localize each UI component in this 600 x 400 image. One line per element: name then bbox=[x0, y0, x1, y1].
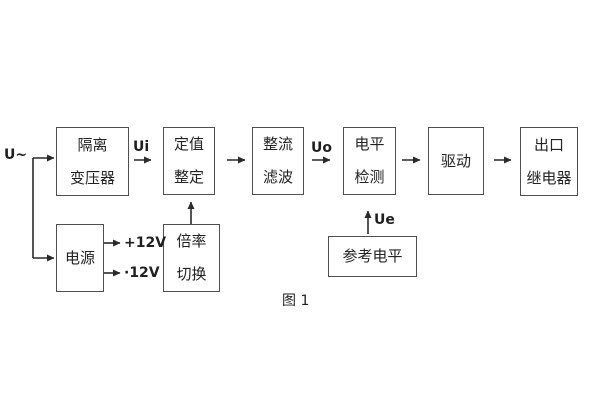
signal-ue-label: Ue bbox=[374, 212, 395, 228]
figure-caption: 图 1 bbox=[282, 293, 310, 309]
block-label: 倍率 bbox=[176, 232, 207, 250]
block-ratio-switching: 倍率 切换 bbox=[163, 224, 220, 292]
block-label: 检测 bbox=[354, 168, 385, 186]
block-driver: 驱动 bbox=[428, 127, 484, 195]
block-label: 驱动 bbox=[440, 151, 471, 170]
rail-minus12v-label: ·12V bbox=[124, 265, 160, 281]
block-isolation-transformer: 隔离 变压器 bbox=[56, 127, 129, 196]
block-power-supply: 电源 bbox=[56, 224, 104, 292]
block-label: 参考电平 bbox=[342, 247, 403, 265]
block-label: 整流 bbox=[262, 135, 293, 153]
block-label: 定值 bbox=[173, 135, 204, 153]
block-label: 切换 bbox=[176, 265, 207, 283]
block-level-detection: 电平 检测 bbox=[343, 127, 396, 195]
input-signal-label: U~ bbox=[4, 147, 28, 163]
block-label: 变压器 bbox=[69, 168, 115, 187]
block-label: 电源 bbox=[64, 248, 95, 267]
block-label: 继电器 bbox=[526, 168, 572, 187]
block-rectify-filter: 整流 滤波 bbox=[252, 127, 304, 195]
block-label: 整定 bbox=[173, 168, 204, 186]
block-label: 隔离 bbox=[77, 135, 108, 154]
signal-uo-label: Uo bbox=[311, 140, 332, 156]
signal-ui-label: Ui bbox=[133, 139, 150, 155]
rail-plus12v-label: +12V bbox=[124, 235, 167, 251]
block-label: 电平 bbox=[354, 135, 385, 153]
block-output-relay: 出口 继电器 bbox=[520, 127, 578, 196]
block-label: 出口 bbox=[533, 135, 564, 154]
block-reference-level: 参考电平 bbox=[328, 236, 417, 277]
block-label: 滤波 bbox=[262, 168, 293, 186]
block-value-setting: 定值 整定 bbox=[163, 127, 215, 195]
